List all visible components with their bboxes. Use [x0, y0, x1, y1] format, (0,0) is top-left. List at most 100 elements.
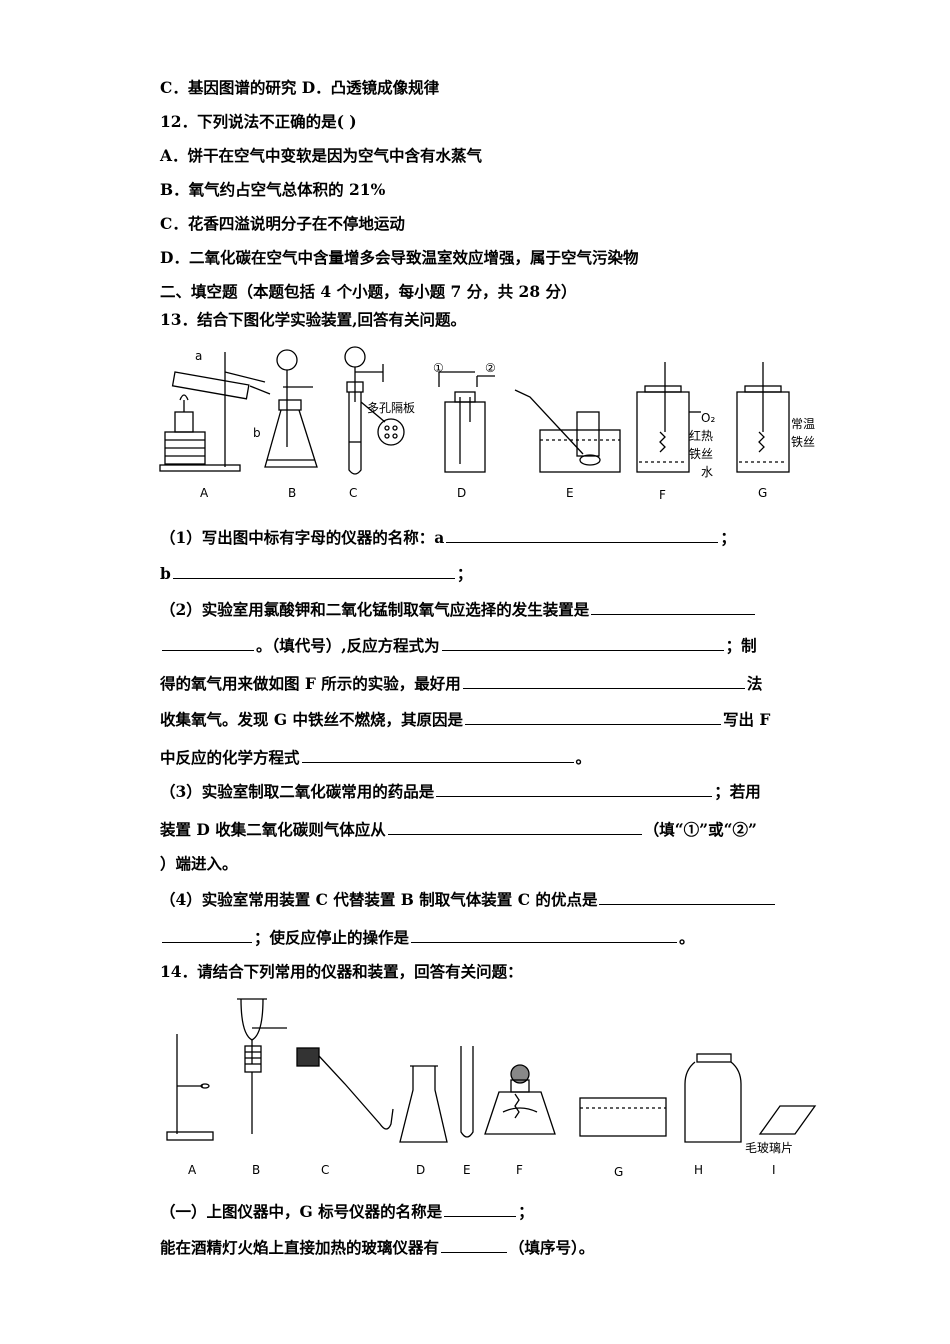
answer-blank-b[interactable]	[172, 562, 455, 579]
q13-part-4a: （4）实验室常用装置 C 代替装置 B 制取气体装置 C 的优点是	[160, 888, 777, 910]
apparatus-d: ① ②	[433, 361, 496, 473]
answer-blank-heatable[interactable]	[441, 1236, 508, 1253]
label-water: 水	[701, 465, 713, 479]
label-a: a	[195, 349, 202, 363]
q13-part-2d: 收集氧气。发现 G 中铁丝不燃烧，其原因是 写出 F	[160, 708, 770, 730]
instrument-d	[399, 1065, 448, 1143]
fig2-label-d: D	[416, 1163, 425, 1177]
label-iron-wire-g: 铁丝	[791, 435, 815, 449]
fig2-label-b: B	[252, 1163, 260, 1177]
q3a-end: ；若用	[714, 782, 761, 801]
label-room-temp: 常温	[791, 417, 815, 431]
fig1-label-e: E	[566, 486, 574, 500]
fig2-label-i: I	[772, 1163, 776, 1177]
label-inlet-1: ①	[433, 361, 444, 375]
q2d-text: 收集氧气。发现 G 中铁丝不燃烧，其原因是	[160, 710, 464, 729]
q12-option-a: A．饼干在空气中变软是因为空气中含有水蒸气	[160, 146, 483, 165]
q2c-end: 法	[746, 674, 763, 693]
question-12: 12．下列说法不正确的是( )	[160, 112, 357, 131]
q3b-end: （填“①”或“②”	[643, 820, 757, 839]
q13-part-3b: 装置 D 收集二氧化碳则气体应从 （填“①”或“②”	[160, 818, 757, 840]
q1a-text: （1）写出图中标有字母的仪器的名称：a	[160, 528, 445, 547]
fig1-label-g: G	[758, 486, 767, 500]
fig1-label-d: D	[457, 486, 466, 500]
answer-blank-reason[interactable]	[465, 708, 722, 725]
answer-blank-a[interactable]	[446, 526, 719, 543]
q3a-text: （3）实验室制取二氧化碳常用的药品是	[160, 782, 435, 801]
fig2-label-g: G	[614, 1165, 623, 1179]
q13-part-2e: 中反应的化学方程式 。	[160, 746, 591, 768]
q13-part-2a: （2）实验室用氯酸钾和二氧化锰制取氧气应选择的发生装置是	[160, 598, 757, 620]
q4a-text: （4）实验室常用装置 C 代替装置 B 制取气体装置 C 的优点是	[160, 890, 598, 909]
instrument-g	[579, 1097, 667, 1137]
q2a-text: （2）实验室用氯酸钾和二氧化锰制取氧气应选择的发生装置是	[160, 600, 590, 619]
label-o2: O₂	[701, 411, 715, 425]
q2e-text: 中反应的化学方程式	[160, 748, 300, 767]
q14-part-1a: （一）上图仪器中，G 标号仪器的名称是；	[160, 1200, 534, 1222]
answer-blank-reagents[interactable]	[436, 780, 713, 797]
q2d-end: 写出 F	[723, 710, 771, 729]
q4b-text: ；使反应停止的操作是	[254, 928, 410, 947]
label-iron-wire-f: 铁丝	[689, 447, 713, 461]
label-inlet-2: ②	[485, 361, 496, 375]
answer-blank-g-name[interactable]	[444, 1200, 517, 1217]
answer-blank-equation[interactable]	[441, 634, 724, 651]
label-porous-plate: 多孔隔板	[367, 401, 415, 415]
label-frosted-glass: 毛玻璃片	[745, 1141, 793, 1155]
answer-blank-2a[interactable]	[591, 598, 756, 615]
q3b-text: 装置 D 收集二氧化碳则气体应从	[160, 820, 386, 839]
answer-blank-inlet[interactable]	[387, 818, 642, 835]
instrument-i: 毛玻璃片	[745, 1105, 817, 1155]
question-13: 13．结合下图化学实验装置,回答有关问题。	[160, 310, 466, 329]
q13-part-2c: 得的氧气用来做如图 F 所示的实验，最好用 法	[160, 672, 762, 694]
label-red-hot: 红热	[689, 428, 713, 443]
question-14: 14．请结合下列常用的仪器和装置，回答有关问题：	[160, 962, 523, 981]
fig2-label-a: A	[188, 1163, 197, 1177]
instrument-h	[684, 1053, 742, 1143]
apparatus-e	[514, 389, 621, 473]
apparatus-f: O₂ 红热 铁丝 水	[636, 362, 715, 479]
q13-part-1b: b；	[160, 562, 472, 584]
fig1-label-a: A	[200, 486, 209, 500]
option-c-d-line: C．基因图谱的研究 D．凸透镜成像规律	[160, 78, 440, 97]
instrument-b	[237, 998, 287, 1134]
apparatus-a: a	[159, 349, 271, 472]
fig1-label-b: B	[288, 486, 296, 500]
apparatus-b: b	[253, 349, 318, 468]
fig2-label-e: E	[463, 1163, 471, 1177]
apparatus-g: 常温 铁丝	[736, 362, 815, 473]
fig1-label-f: F	[659, 488, 666, 502]
q13-part-3a: （3）实验室制取二氧化碳常用的药品是 ；若用	[160, 780, 761, 802]
q13-part-1a: （1）写出图中标有字母的仪器的名称：a；	[160, 526, 736, 548]
q2c-text: 得的氧气用来做如图 F 所示的实验，最好用	[160, 674, 461, 693]
answer-blank-f-equation[interactable]	[301, 746, 574, 763]
q1b-text: b	[160, 564, 171, 583]
q14b-end: （填序号）。	[509, 1238, 595, 1257]
q4b-end: 。	[679, 928, 695, 947]
answer-blank-stop[interactable]	[411, 926, 678, 943]
q12-option-b: B．氧气约占空气总体积的 21%	[160, 180, 386, 199]
q13-part-4b: ；使反应停止的操作是 。	[160, 926, 695, 948]
q13-part-2b: 。（填代号）,反应方程式为；制	[160, 634, 757, 656]
instrument-a	[166, 1034, 214, 1141]
q12-option-c: C．花香四溢说明分子在不停地运动	[160, 214, 405, 233]
instrument-f	[484, 1064, 556, 1135]
q1b-end: ；	[456, 564, 473, 583]
q2b-text: 。（填代号）,反应方程式为	[256, 636, 440, 655]
answer-blank-method[interactable]	[462, 672, 745, 689]
apparatus-c: 多孔隔板	[344, 346, 415, 475]
q2e-end: 。	[575, 748, 592, 767]
section-heading: 二、填空题（本题包括 4 个小题，每小题 7 分，共 28 分）	[160, 282, 577, 301]
q13-part-3c: ）端进入。	[160, 854, 238, 873]
fig2-label-f: F	[516, 1163, 523, 1177]
q14a-end: ；	[518, 1202, 534, 1221]
apparatus-figure-13: a b	[155, 342, 825, 507]
q14b-text: 能在酒精灯火焰上直接加热的玻璃仪器有	[160, 1238, 440, 1257]
q14-part-1b: 能在酒精灯火焰上直接加热的玻璃仪器有 （填序号）。	[160, 1236, 594, 1258]
instrument-c	[296, 1047, 394, 1130]
answer-blank-2b[interactable]	[162, 634, 254, 651]
answer-blank-4b[interactable]	[162, 926, 252, 943]
answer-blank-advantage[interactable]	[599, 888, 776, 905]
label-b: b	[253, 426, 261, 440]
